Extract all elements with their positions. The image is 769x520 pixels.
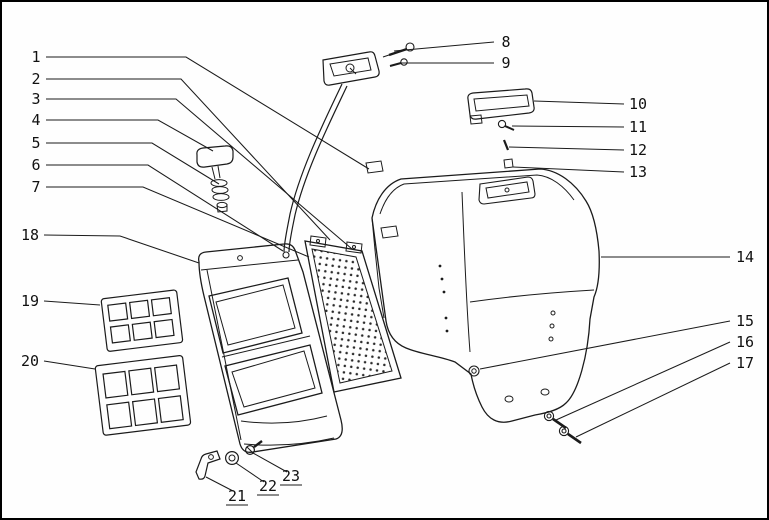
- upper-opening: [208, 277, 303, 354]
- bolt-16: [543, 410, 567, 430]
- callout-label-3: 3: [31, 90, 40, 108]
- hood-hatch: [478, 176, 536, 205]
- screw-9: [389, 58, 408, 67]
- callout-label-21: 21: [228, 487, 246, 505]
- callout-label-15: 15: [736, 312, 754, 330]
- callout-label-2: 2: [31, 70, 40, 88]
- callout-label-22: 22: [259, 477, 277, 495]
- callout-label-17: 17: [736, 354, 754, 372]
- mesh-grille-panel: [304, 235, 402, 393]
- handle-spring-assembly: [196, 145, 234, 213]
- callout-leader-6: [46, 164, 284, 252]
- callout-leader-16: [555, 341, 731, 421]
- lower-opening: [224, 344, 323, 416]
- callout-leader-20: [43, 360, 96, 370]
- callout-leader-8: [393, 41, 495, 52]
- bolt-17: [558, 425, 582, 445]
- callout-leader-1: [46, 56, 370, 170]
- callout-label-11: 11: [629, 118, 647, 136]
- callout-label-7: 7: [31, 178, 40, 196]
- callout-label-10: 10: [629, 95, 647, 113]
- callout-label-14: 14: [736, 248, 754, 266]
- callout-leader-22: [235, 462, 265, 483]
- mesh-clip-right: [345, 241, 363, 254]
- callout-label-6: 6: [31, 156, 40, 174]
- callout-leader-13: [512, 166, 625, 173]
- mounting-bolts: [543, 410, 582, 445]
- side-mesh-panel-upper: [100, 289, 184, 352]
- callout-leader-4: [46, 119, 214, 152]
- callout-leader-7: [46, 186, 310, 258]
- callout-label-16: 16: [736, 333, 754, 351]
- washer-22: [225, 451, 240, 466]
- callout-leader-5: [46, 142, 220, 185]
- callout-label-23: 23: [282, 467, 300, 485]
- callout-leader-19: [43, 300, 101, 306]
- callout-label-4: 4: [31, 111, 40, 129]
- hood-cowl: [365, 160, 600, 423]
- callout-leader-21: [205, 476, 234, 492]
- bottom-fasteners: [195, 440, 263, 480]
- callout-leader-3: [46, 98, 353, 250]
- bolt-23: [245, 440, 263, 456]
- callout-label-13: 13: [629, 163, 647, 181]
- callout-leader-12: [508, 146, 625, 151]
- bolt-11: [497, 119, 515, 131]
- clip-13: [503, 158, 514, 169]
- callout-leader-18: [43, 234, 200, 264]
- callout-leader-17: [575, 362, 731, 438]
- pin-12: [502, 139, 510, 151]
- control-box-assembly: [467, 88, 535, 169]
- callout-label-8: 8: [501, 33, 510, 51]
- callout-label-9: 9: [501, 54, 510, 72]
- box-tab: [469, 114, 483, 125]
- flange-bolt-15: [468, 365, 480, 377]
- front-grille-shell: [198, 243, 343, 453]
- latch-assembly: [322, 42, 415, 86]
- callout-leader-23: [252, 452, 288, 473]
- callout-leader-2: [46, 78, 331, 241]
- callout-label-19: 19: [21, 292, 39, 310]
- callout-leader-15: [479, 320, 731, 370]
- bracket-21: [195, 450, 221, 480]
- callout-leader-11: [511, 125, 625, 128]
- release-cable: [282, 83, 348, 259]
- hood-edge-clip-lower: [380, 225, 399, 239]
- side-mesh-panel-lower: [94, 355, 192, 436]
- callout-label-18: 18: [21, 226, 39, 244]
- callout-label-5: 5: [31, 134, 40, 152]
- rivet-dots: [438, 264, 449, 333]
- callout-label-20: 20: [21, 352, 39, 370]
- callout-label-1: 1: [31, 48, 40, 66]
- hood-edge-clip-upper: [365, 160, 384, 174]
- callout-label-12: 12: [629, 141, 647, 159]
- mesh-clip-left: [309, 235, 327, 248]
- callout-leader-10: [533, 100, 625, 105]
